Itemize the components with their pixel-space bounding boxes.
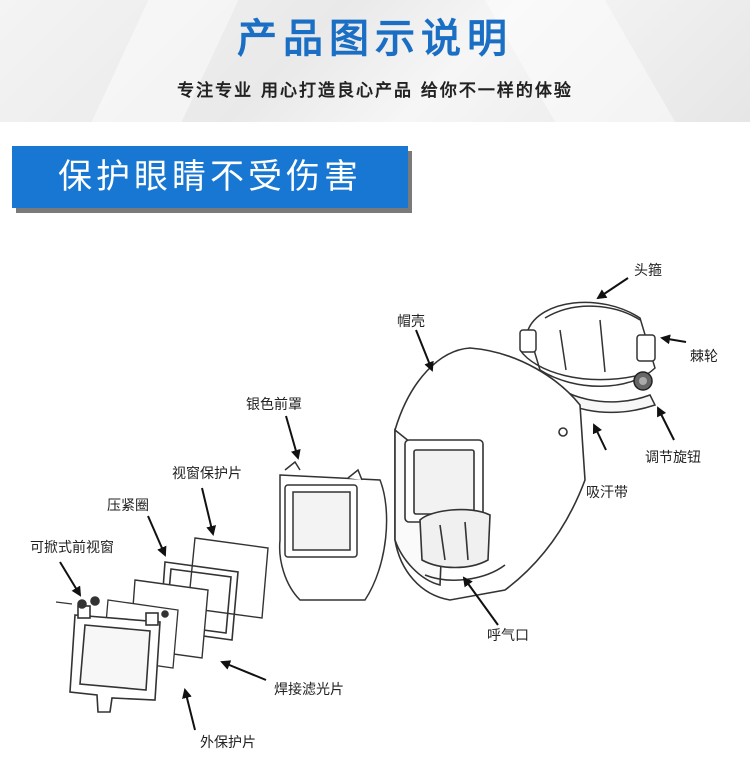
arrow-sweatband — [592, 423, 607, 451]
arrow-ratchet — [660, 334, 687, 345]
label-silver-front-cover: 银色前罩 — [246, 396, 302, 413]
header-banner: 产品图示说明 专注专业 用心打造良心产品 给你不一样的体验 — [0, 0, 750, 122]
flip-front-window-drawing — [55, 596, 169, 713]
label-shell: 帽壳 — [397, 313, 425, 330]
label-headband: 头箍 — [634, 262, 662, 279]
arrow-flip-front-window — [59, 561, 82, 597]
helmet-shell-drawing — [394, 347, 586, 601]
arrow-welding-filter — [220, 660, 267, 681]
page-subtitle: 专注专业 用心打造良心产品 给你不一样的体验 — [177, 81, 573, 101]
label-outer-protector: 外保护片 — [200, 735, 256, 751]
label-breathing-port: 呼气口 — [487, 628, 529, 644]
page-title: 产品图示说明 — [237, 16, 513, 62]
arrow-shell — [415, 329, 434, 372]
arrow-window-protector — [201, 487, 217, 536]
section-band — [12, 146, 408, 208]
label-welding-filter: 焊接滤光片 — [274, 681, 344, 698]
section-title: 保护眼睛不受伤害 — [58, 157, 362, 197]
silver-front-cover-drawing — [278, 460, 388, 601]
arrow-breathing-port — [462, 576, 499, 626]
arrow-headband — [596, 277, 629, 300]
arrow-silver-front-cover — [285, 415, 301, 460]
label-flip-front-window: 可掀式前视窗 — [30, 539, 114, 556]
label-window-protector: 视窗保护片 — [172, 465, 242, 482]
label-adjust-knob: 调节旋钮 — [645, 450, 701, 466]
arrow-retaining-ring — [147, 515, 167, 557]
callout-arrows — [59, 277, 687, 731]
arrow-outer-protector — [182, 688, 196, 731]
label-ratchet: 棘轮 — [690, 349, 718, 365]
window-protector-drawing — [187, 537, 269, 619]
arrow-adjust-knob — [657, 406, 675, 441]
label-retaining-ring: 压紧圈 — [107, 498, 149, 514]
label-sweatband: 吸汗带 — [586, 485, 628, 501]
